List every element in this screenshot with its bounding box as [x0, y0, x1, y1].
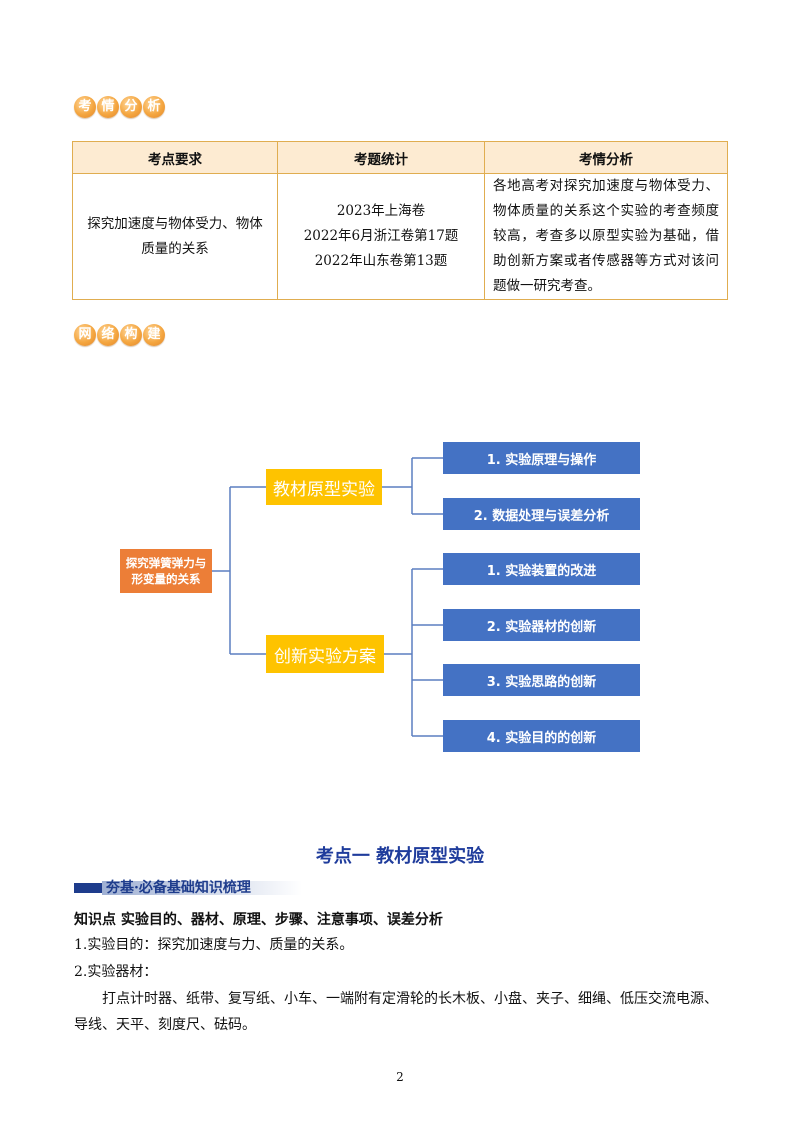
- badge-char: 分: [120, 96, 142, 118]
- stat-line: 2022年6月浙江卷第17题: [303, 228, 459, 244]
- equipment-heading: 2.实验器材：: [74, 964, 158, 980]
- requirement-line: 质量的关系: [141, 240, 209, 257]
- leaf-device-improvement: 1. 实验装置的改进: [443, 553, 640, 585]
- purpose-paragraph: 1.实验目的：探究加速度与力、质量的关系。: [74, 937, 354, 953]
- section-banner: 夯基·必备基础知识梳理: [74, 877, 304, 899]
- banner-fade: [102, 881, 302, 895]
- leaf-goal-innovation: 4. 实验目的的创新: [443, 720, 640, 752]
- badge-char: 情: [97, 96, 119, 118]
- header-statistics: 考题统计: [277, 141, 485, 174]
- mind-map-root: 探究弹簧弹力与 形变量的关系: [120, 549, 212, 593]
- branch-textbook-experiment: 教材原型实验: [266, 469, 382, 505]
- section-title: 考点一 教材原型实验: [315, 846, 485, 867]
- requirement-line: 探究加速度与物体受力、物体: [87, 215, 263, 232]
- root-line: 形变量的关系: [131, 572, 201, 586]
- leaf-principle-operation: 1. 实验原理与操作: [443, 442, 640, 474]
- root-line: 探究弹簧弹力与: [125, 556, 207, 570]
- leaf-idea-innovation: 3. 实验思路的创新: [443, 664, 640, 696]
- badge-char: 析: [143, 96, 165, 118]
- badge-char: 构: [120, 324, 142, 346]
- banner-text: 夯基·必备基础知识梳理: [106, 880, 251, 896]
- page-number: 2: [396, 1070, 404, 1084]
- stat-line: 2022年山东卷第13题: [314, 253, 448, 269]
- requirement-cell: 探究加速度与物体受力、物体 质量的关系: [72, 173, 278, 300]
- knowledge-heading: 知识点 实验目的、器材、原理、步骤、注意事项、误差分析: [74, 912, 443, 928]
- analysis-cell: 各地高考对探究加速度与物体受力、物体质量的关系这个实验的考查频度较高，考查多以原…: [484, 173, 728, 300]
- leaf-equipment-innovation: 2. 实验器材的创新: [443, 609, 640, 641]
- equipment-line: 导线、天平、刻度尺、砝码。: [74, 1017, 256, 1033]
- badge-char: 建: [143, 324, 165, 346]
- header-analysis: 考情分析: [484, 141, 728, 174]
- leaf-data-error-analysis: 2. 数据处理与误差分析: [443, 498, 640, 530]
- network-badge: 网 络 构 建: [74, 324, 165, 346]
- equipment-line: 打点计时器、纸带、复写纸、小车、一端附有定滑轮的长木板、小盘、夹子、细绳、低压交…: [102, 991, 718, 1007]
- badge-char: 考: [74, 96, 96, 118]
- header-requirement: 考点要求: [72, 141, 278, 174]
- banner-bar: [74, 883, 104, 893]
- branch-innovative-experiment: 创新实验方案: [266, 635, 384, 673]
- badge-char: 网: [74, 324, 96, 346]
- exam-analysis-badge: 考 情 分 析: [74, 96, 165, 118]
- statistics-cell: 2023年上海卷 2022年6月浙江卷第17题 2022年山东卷第13题: [277, 173, 485, 300]
- exam-analysis-table: 考点要求 考题统计 考情分析 探究加速度与物体受力、物体 质量的关系 2023年…: [72, 141, 728, 300]
- mind-map-connectors: [212, 457, 443, 737]
- stat-line: 2023年上海卷: [336, 203, 426, 219]
- badge-char: 络: [97, 324, 119, 346]
